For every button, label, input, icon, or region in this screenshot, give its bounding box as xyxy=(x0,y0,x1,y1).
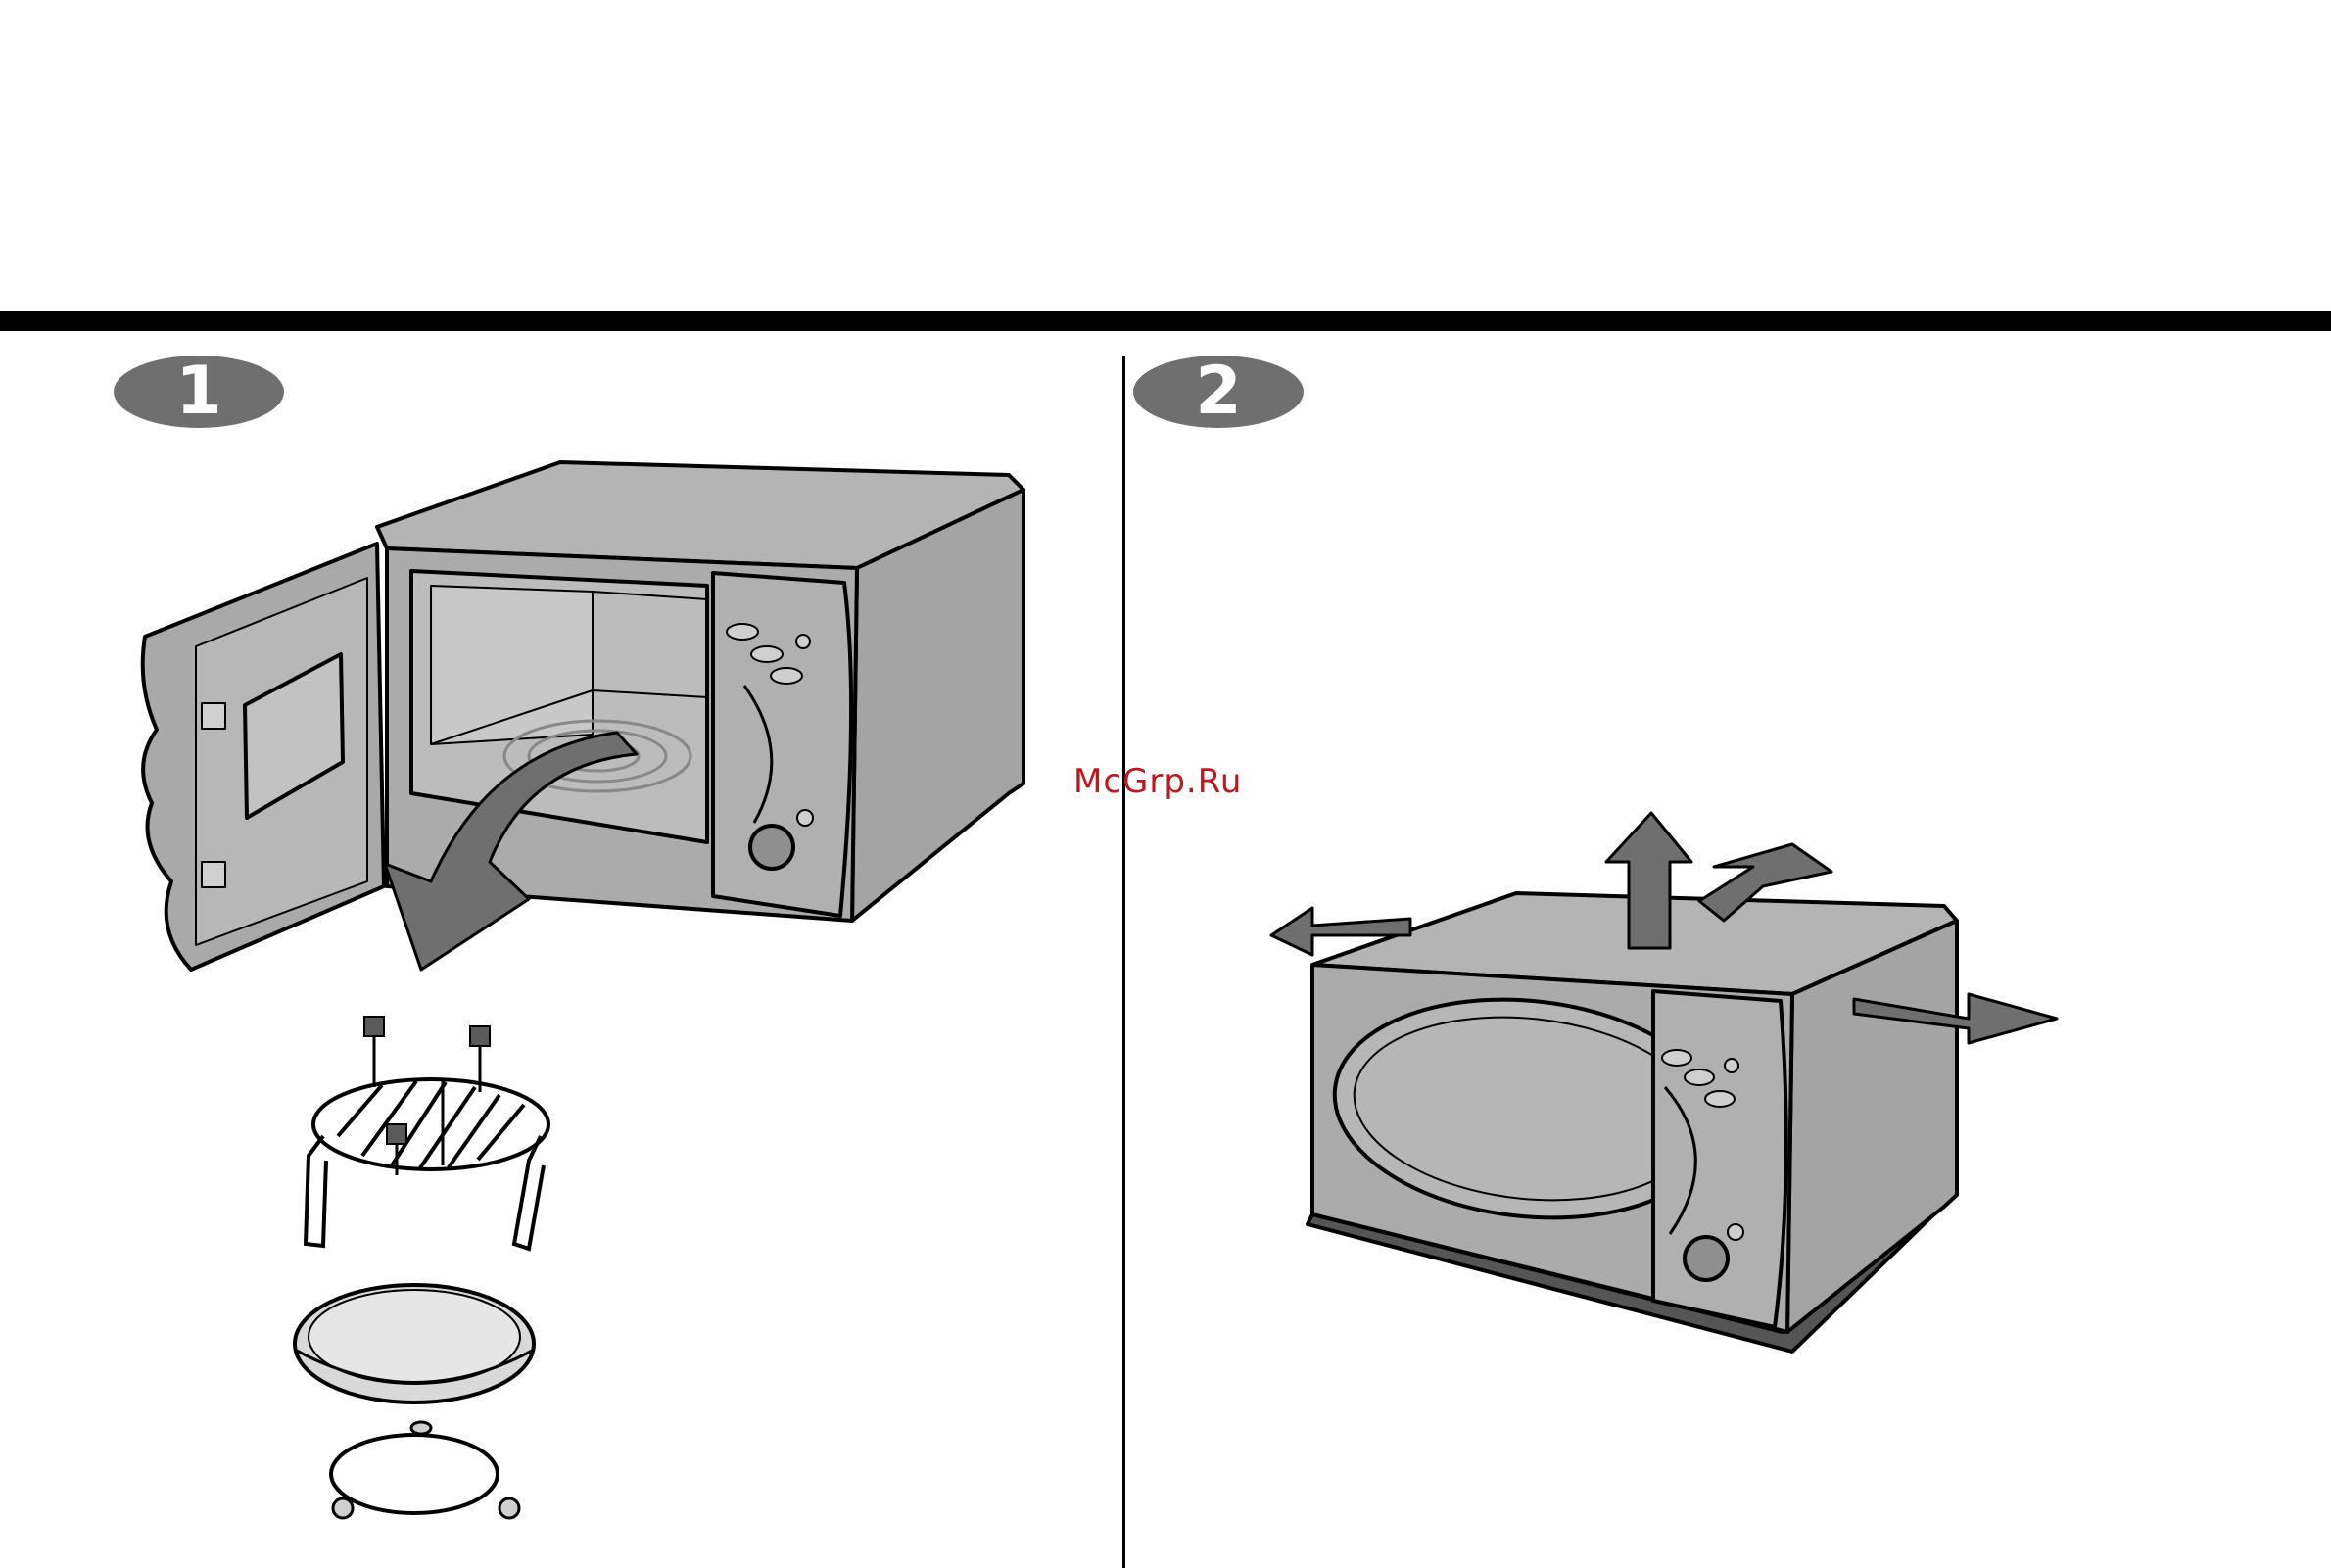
closed-microwave-icon xyxy=(1308,893,1957,1352)
roller-ring-icon xyxy=(331,1422,519,1518)
high-rack-icon xyxy=(306,1017,548,1249)
glass-tray-icon xyxy=(295,1285,534,1402)
watermark-text: McGrp.Ru xyxy=(1073,762,1242,801)
open-microwave-icon xyxy=(143,462,1023,970)
